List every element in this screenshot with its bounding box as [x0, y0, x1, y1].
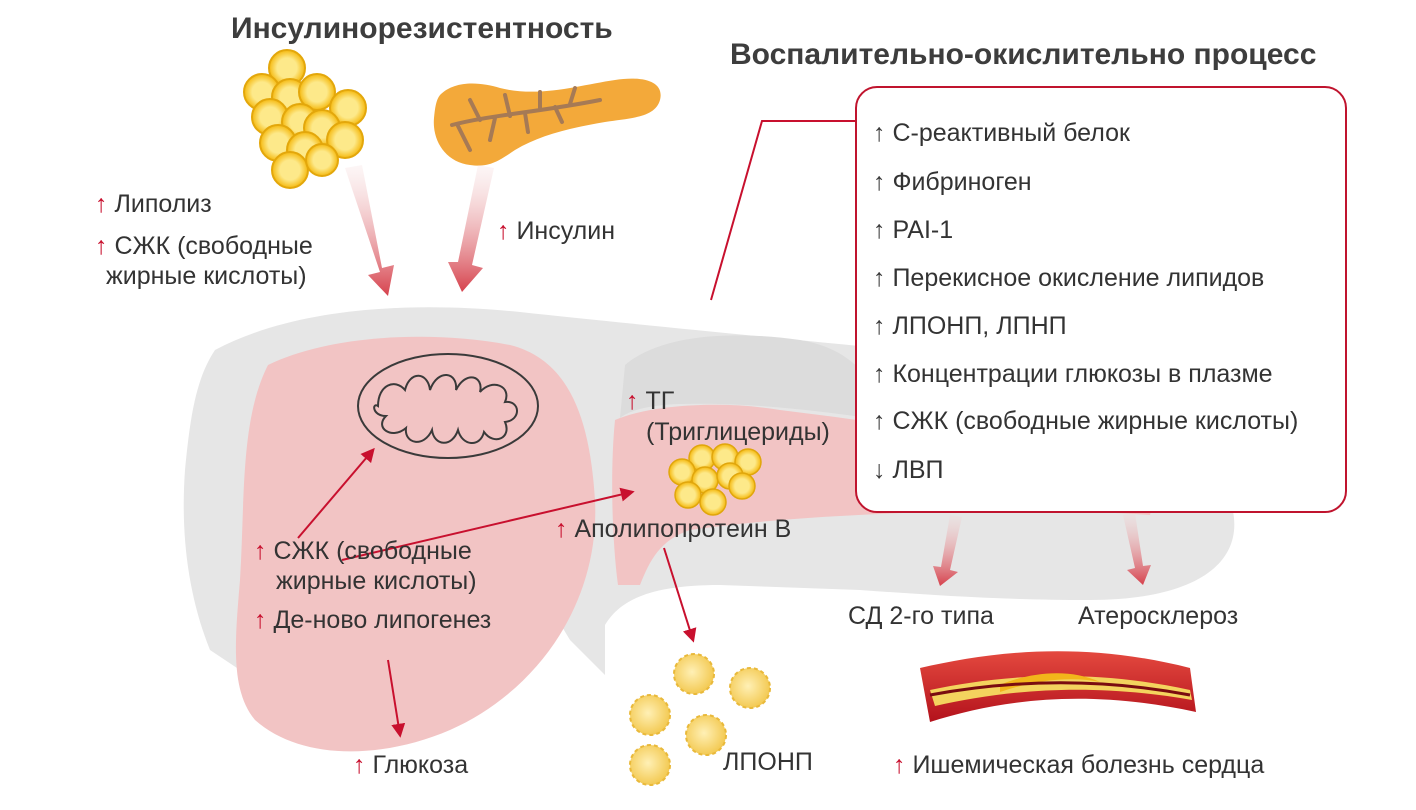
liver-ffa-text-line1: СЖК (свободные	[273, 537, 472, 565]
liver-fold	[620, 335, 880, 420]
direction-arrow-icon: ↑	[873, 312, 886, 340]
up-arrow-icon: ↑	[555, 515, 568, 543]
artery-plaque-icon	[920, 651, 1196, 722]
arrow-ffa-to-tg	[341, 487, 635, 561]
insulin-text: Инсулин	[516, 217, 616, 245]
inflammation-markers-box: ↑ С-реактивный белок ↑ Фибриноген ↑ PAI-…	[855, 86, 1347, 513]
label-ffa: ↑ СЖК (свободные	[95, 230, 313, 262]
arrow-fat-to-liver	[345, 165, 394, 296]
label-atherosclerosis: Атеросклероз	[1078, 602, 1239, 630]
box-item-text: Перекисное окисление липидов	[892, 264, 1265, 292]
box-item-plasma-glucose: ↑ Концентрации глюкозы в плазме	[873, 359, 1273, 389]
box-connector-line	[710, 120, 855, 301]
up-arrow-icon: ↑	[254, 606, 267, 634]
adipocytes-icon	[243, 49, 367, 189]
box-item-pai1: ↑ PAI-1	[873, 215, 953, 245]
box-item-text: Концентрации глюкозы в плазме	[892, 360, 1273, 388]
up-arrow-icon: ↑	[497, 217, 510, 245]
up-arrow-icon: ↑	[95, 190, 108, 218]
de-novo-text: Де-ново липогенез	[273, 606, 492, 634]
arrow-ffa-to-mitochondrion	[297, 447, 375, 539]
label-ihd: ↑ Ишемическая болезнь сердца	[893, 749, 1264, 781]
box-item-text: СЖК (свободные жирные кислоты)	[892, 407, 1299, 435]
box-item-text: ЛВП	[892, 456, 944, 484]
box-item-vldl-ldl: ↑ ЛПОНП, ЛПНП	[873, 311, 1067, 341]
direction-arrow-icon: ↓	[873, 456, 886, 484]
arrow-to-vldl	[663, 547, 697, 643]
box-item-lipid-peroxidation: ↑ Перекисное окисление липидов	[873, 263, 1264, 293]
tg-text-line2: (Триглицериды)	[646, 418, 830, 446]
direction-arrow-icon: ↑	[873, 216, 886, 244]
up-arrow-icon: ↑	[626, 387, 639, 415]
label-lipolysis: ↑ Липолиз	[95, 188, 212, 220]
arrow-to-atherosclerosis	[1123, 513, 1151, 585]
label-insulin: ↑ Инсулин	[497, 215, 615, 247]
label-vldl: ЛПОНП	[723, 748, 813, 776]
label-apob: ↑ Аполипопротеин В	[555, 513, 791, 545]
label-liver-ffa: ↑ СЖК (свободные	[254, 535, 472, 567]
ffa-text-line2: жирные кислоты)	[106, 262, 307, 290]
arrow-to-t2d	[933, 515, 962, 586]
ihd-text: Ишемическая болезнь сердца	[912, 751, 1265, 779]
label-tg: ↑ ТГ	[626, 385, 674, 417]
arrow-pancreas-to-liver	[448, 165, 494, 292]
box-item-text: ЛПОНП, ЛПНП	[892, 312, 1067, 340]
box-item-text: С-реактивный белок	[892, 119, 1130, 147]
liver-left-lobe	[235, 336, 596, 752]
up-arrow-icon: ↑	[893, 751, 906, 779]
label-de-novo: ↑ Де-ново липогенез	[254, 604, 491, 636]
box-item-text: PAI-1	[892, 216, 954, 244]
apob-text: Аполипопротеин В	[574, 515, 792, 543]
liver-ffa-text-line2: жирные кислоты)	[276, 567, 477, 595]
arrow-to-glucose	[387, 659, 406, 738]
pancreas-icon	[433, 78, 661, 166]
lipolysis-text: Липолиз	[114, 190, 212, 218]
label-glucose: ↑ Глюкоза	[353, 749, 468, 781]
heading-insulin-resistance: Инсулинорезистентность	[231, 12, 613, 45]
up-arrow-icon: ↑	[254, 537, 267, 565]
direction-arrow-icon: ↑	[873, 407, 886, 435]
box-item-crp: ↑ С-реактивный белок	[873, 118, 1130, 148]
box-item-ffa: ↑ СЖК (свободные жирные кислоты)	[873, 406, 1298, 436]
glucose-text: Глюкоза	[372, 751, 469, 779]
box-item-text: Фибриноген	[892, 168, 1032, 196]
up-arrow-icon: ↑	[353, 751, 366, 779]
box-item-fibrinogen: ↑ Фибриноген	[873, 167, 1032, 197]
up-arrow-icon: ↑	[95, 232, 108, 260]
mitochondrion-icon	[357, 353, 539, 459]
heading-inflammation: Воспалительно-окислительно процесс	[730, 38, 1317, 71]
triglyceride-droplets-icon	[668, 443, 762, 516]
ffa-text-line1: СЖК (свободные	[114, 232, 313, 260]
vldl-particles-icon	[629, 653, 771, 786]
direction-arrow-icon: ↑	[873, 168, 886, 196]
label-t2d: СД 2-го типа	[848, 602, 994, 630]
tg-text-line1: ТГ	[645, 387, 675, 415]
direction-arrow-icon: ↑	[873, 264, 886, 292]
direction-arrow-icon: ↑	[873, 360, 886, 388]
box-item-hdl: ↓ ЛВП	[873, 455, 944, 485]
direction-arrow-icon: ↑	[873, 119, 886, 147]
